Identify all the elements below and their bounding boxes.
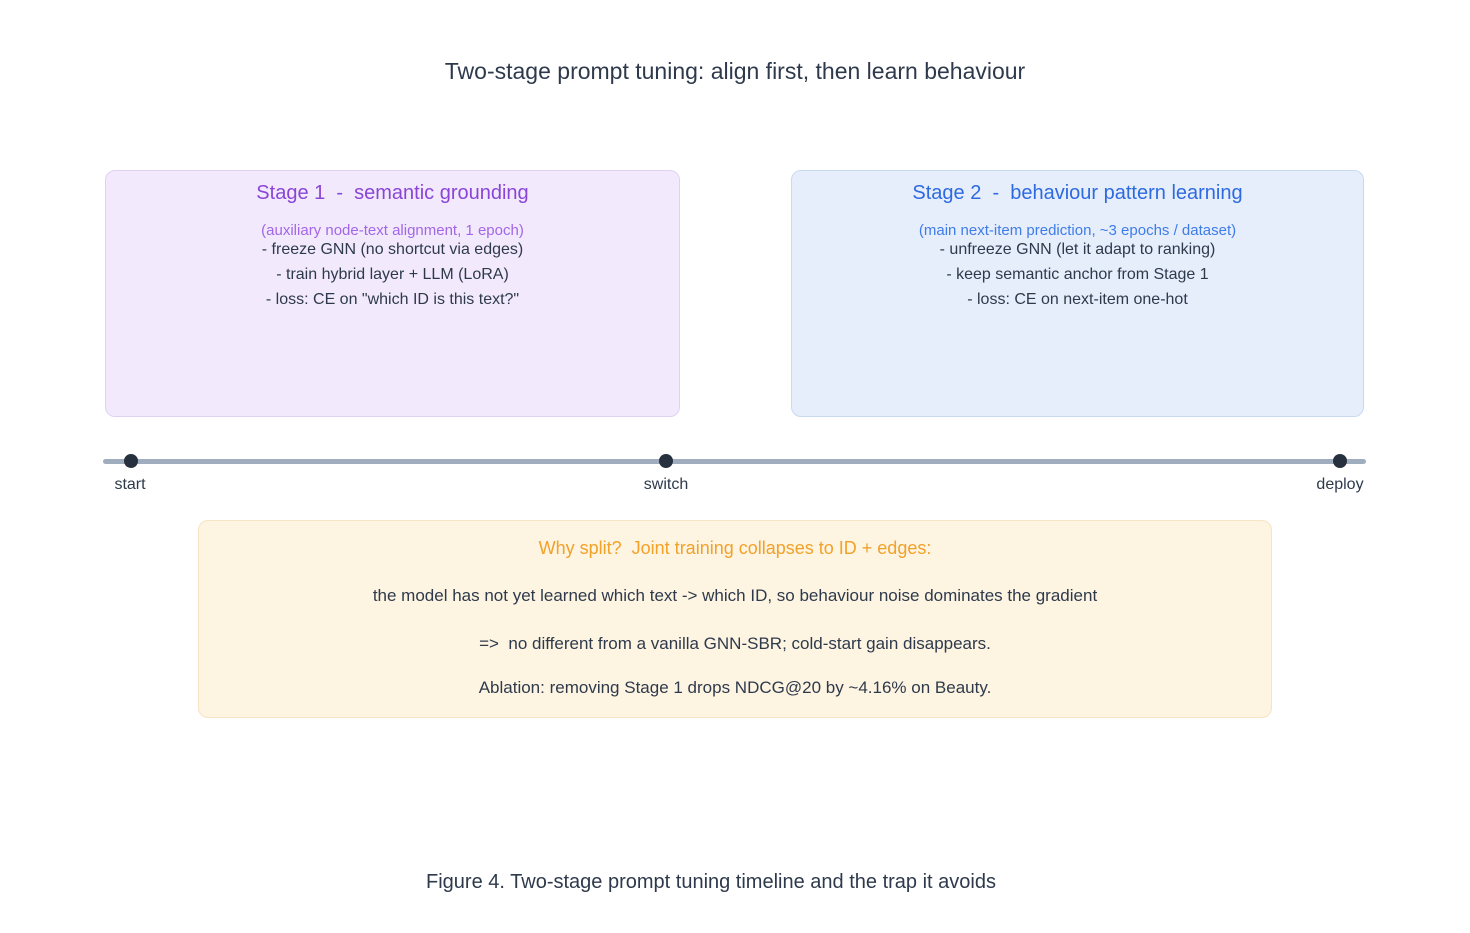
stage1-bullet-list: - freeze GNN (no shortcut via edges) - t… [106,237,679,312]
timeline-dot-deploy [1333,454,1347,468]
stage1-bullet-train-hybrid: - train hybrid layer + LLM (LoRA) [276,266,509,283]
stage1-subtitle: (auxiliary node-text alignment, 1 epoch) [261,222,524,239]
timeline-label-switch: switch [643,476,689,493]
stage1-bullet-freeze-gnn: - freeze GNN (no shortcut via edges) [261,241,524,258]
timeline-label-start: start [114,476,146,493]
stage2-title: Stage 2 - behaviour pattern learning [912,182,1243,204]
stage2-bullet-list: - unfreeze GNN (let it adapt to ranking)… [792,237,1363,312]
stage1-title: Stage 1 - semantic grounding [256,182,529,204]
why-split-line-ablation: Ablation: removing Stage 1 drops NDCG@20… [478,678,992,697]
why-split-box: Why split? Joint training collapses to I… [198,520,1272,718]
stage2-box: Stage 2 - behaviour pattern learning (ma… [791,170,1364,417]
stage1-box: Stage 1 - semantic grounding (auxiliary … [105,170,680,417]
timeline-dot-switch [659,454,673,468]
figure-caption: Figure 4. Two-stage prompt tuning timeli… [426,871,996,893]
figure-title: Two-stage prompt tuning: align first, th… [444,58,1026,84]
stage2-bullet-unfreeze-gnn: - unfreeze GNN (let it adapt to ranking) [939,241,1216,258]
why-split-heading: Why split? Joint training collapses to I… [538,538,932,558]
why-split-line-vanilla: => no different from a vanilla GNN-SBR; … [479,634,991,653]
why-split-line-gradient: the model has not yet learned which text… [372,586,1098,605]
stage2-bullet-keep-anchor: - keep semantic anchor from Stage 1 [946,266,1209,283]
stage2-bullet-loss: - loss: CE on next-item one-hot [967,291,1188,308]
timeline-dot-start [124,454,138,468]
stage1-bullet-loss: - loss: CE on "which ID is this text?" [265,291,520,308]
stage2-subtitle: (main next-item prediction, ~3 epochs / … [918,222,1237,239]
timeline-line [103,459,1366,464]
timeline-label-deploy: deploy [1316,476,1364,493]
